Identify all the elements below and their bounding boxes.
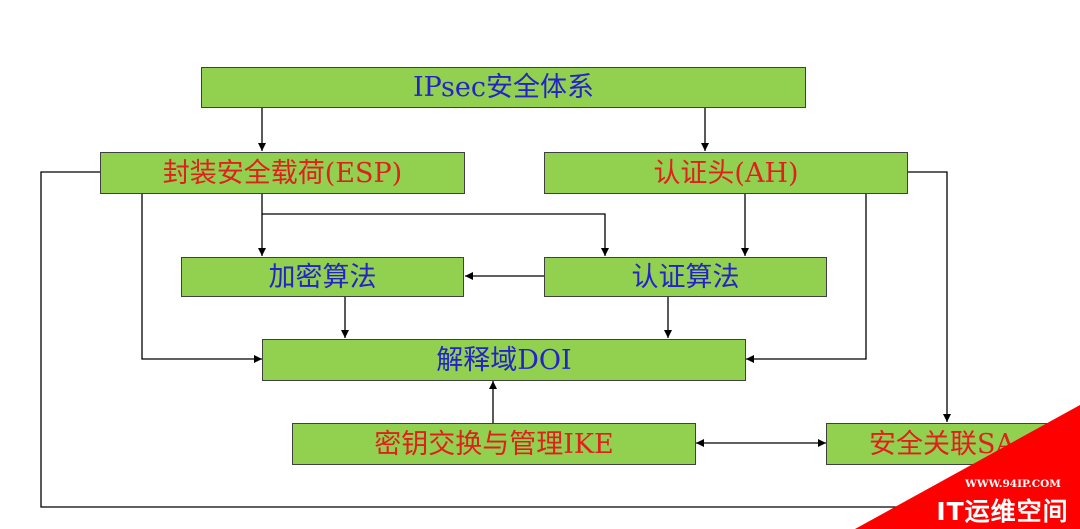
node-ike: 密钥交换与管理IKE bbox=[292, 423, 696, 465]
node-sa: 安全关联SA bbox=[826, 423, 1080, 465]
node-encryption-algorithm: 加密算法 bbox=[181, 257, 464, 297]
edge-esp-auth-algorithm bbox=[262, 213, 609, 256]
node-doi: 解释域DOI bbox=[262, 339, 746, 381]
node-authentication-algorithm: 认证算法 bbox=[544, 257, 827, 297]
watermark-url: WWW.94IP.COM bbox=[965, 478, 1061, 490]
node-ipsec-architecture: IPsec安全体系 bbox=[201, 67, 806, 108]
edge-ah-doi bbox=[746, 194, 867, 363]
watermark-title: IT运维空间 bbox=[936, 497, 1069, 526]
edge-esp-doi bbox=[141, 194, 262, 363]
node-ah: 认证头(AH) bbox=[544, 152, 908, 194]
node-esp: 封装安全载荷(ESP) bbox=[100, 152, 465, 194]
edge-ah-sa bbox=[908, 171, 951, 422]
